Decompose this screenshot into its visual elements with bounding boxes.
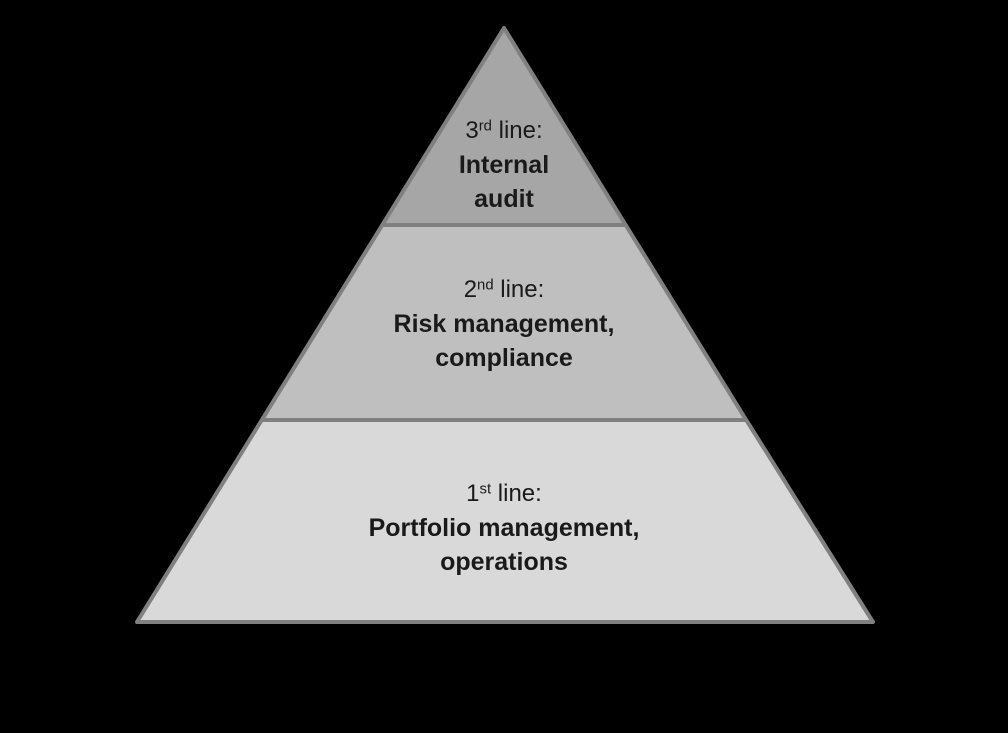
- tier-1-text-line-2: operations: [440, 548, 568, 576]
- tier-1-ordinal: 1: [466, 480, 480, 507]
- tier-3-title-rest: line:: [491, 117, 543, 144]
- tier-3-text-line-2: audit: [474, 185, 534, 213]
- tier-2-ordinal-suffix: nd: [477, 277, 494, 294]
- tier-3-ordinal: 3: [465, 117, 479, 144]
- tier-2-text-line-1: Risk management,: [393, 310, 615, 338]
- tier-3-title: 3rd line:: [0, 114, 1008, 148]
- tier-3-ordinal-suffix: rd: [478, 118, 492, 135]
- tier-2-label: 2nd line: Risk management, compliance: [0, 273, 1008, 375]
- tier-2-title: 2nd line:: [0, 273, 1008, 307]
- tier-1-label: 1st line: Portfolio management, operatio…: [0, 477, 1008, 579]
- pyramid-tier-1-shape: [135, 418, 875, 624]
- tier-1-title-rest: line:: [491, 480, 542, 507]
- tier-1-title: 1st line:: [0, 477, 1008, 511]
- tier-2-ordinal: 2: [463, 276, 478, 303]
- tier-2-title-rest: line:: [493, 276, 545, 303]
- tier-1-ordinal-suffix: st: [479, 481, 492, 498]
- tier-2-text-line-2: compliance: [435, 344, 573, 372]
- tier-1-text-line-1: Portfolio management,: [368, 514, 640, 542]
- tier-3-label: 3rd line: Internal audit: [0, 114, 1008, 216]
- tier-3-text-line-1: Internal: [458, 151, 550, 179]
